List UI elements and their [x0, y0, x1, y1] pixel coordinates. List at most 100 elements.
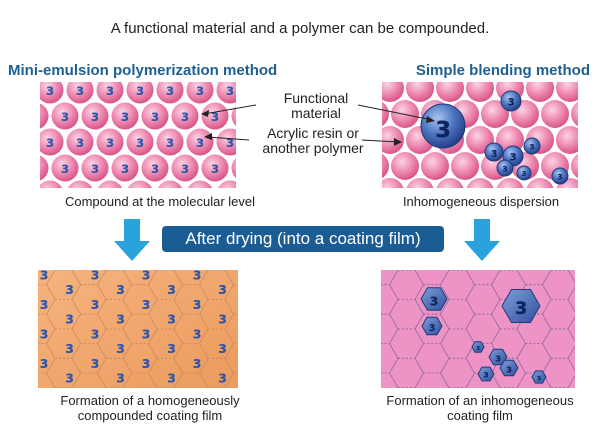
functional-material-particle [516, 165, 532, 181]
functional-material-glyph: ɜ [491, 146, 498, 160]
polymer-particle [481, 100, 509, 128]
functional-material-glyph: ɜ [116, 368, 125, 387]
functional-material-particle [496, 159, 514, 177]
functional-material-glyph: ɜ [193, 294, 202, 313]
functional-material-glyph: ɜ [218, 279, 227, 298]
functional-material-glyph: ɜ [529, 142, 534, 153]
polymer-particle [231, 157, 236, 179]
functional-material-glyph: ɜ [136, 133, 144, 151]
functional-material-glyph: ɜ [429, 320, 436, 334]
functional-material-glyph: ɜ [509, 150, 516, 165]
functional-material-glyph: ɜ [40, 353, 49, 372]
polymer-particle [436, 82, 464, 102]
functional-material-glyph: ɜ [46, 133, 54, 151]
polymer-particle [556, 126, 578, 154]
polymer-particle [526, 82, 554, 102]
functional-material-glyph: ɜ [136, 185, 144, 188]
functional-material-glyph: ɜ [167, 368, 176, 387]
functional-material-glyph: ɜ [76, 133, 84, 151]
functional-material-glyph: ɜ [116, 309, 125, 328]
polymer-particle [141, 154, 169, 182]
functional-material-domain [501, 289, 541, 323]
polymer-particle [127, 180, 153, 188]
polymer-particle [40, 128, 64, 156]
polymer-particle [406, 82, 434, 102]
functional-material-glyph: ɜ [106, 185, 114, 188]
functional-material-glyph: ɜ [106, 82, 114, 99]
functional-material-glyph: ɜ [495, 352, 501, 365]
functional-material-glyph: ɜ [193, 323, 202, 342]
functional-material-glyph: ɜ [506, 363, 512, 376]
polymer-particle [40, 103, 49, 129]
polymer-particle [466, 178, 494, 188]
functional-material-domain [420, 287, 448, 311]
functional-material-glyph: ɜ [522, 169, 527, 179]
functional-material-glyph: ɜ [196, 133, 204, 151]
polymer-particle [526, 178, 554, 188]
polymer-particle [51, 102, 79, 130]
functional-material-glyph: ɜ [193, 382, 202, 388]
functional-material-glyph: ɜ [181, 107, 189, 125]
functional-material-glyph: ɜ [121, 107, 129, 125]
functional-material-glyph: ɜ [65, 309, 74, 328]
functional-material-glyph: ɜ [61, 107, 69, 125]
polymer-particle [382, 101, 389, 127]
polymer-particle [421, 152, 449, 180]
polymer-particle [231, 105, 236, 127]
polymer-particle [571, 153, 578, 179]
polymer-label: Acrylic resin or another polymer [262, 125, 364, 156]
mini-emulsion-particles-panel: ɜɜɜɜɜɜɜɜɜɜɜɜɜɜɜɜɜɜɜɜɜɜɜɜɜɜɜɜɜɜɜɜɜɜɜɜɜɜɜɜ… [40, 82, 236, 188]
polymer-particle [436, 178, 464, 188]
polymer-particle [171, 154, 199, 182]
polymer-particle [156, 128, 184, 156]
polymer-particle [541, 100, 569, 128]
polymer-particle [556, 178, 578, 188]
functional-material-glyph: ɜ [76, 185, 84, 188]
polymer-particle [156, 82, 184, 104]
polymer-particle [171, 102, 199, 130]
functional-material-glyph: ɜ [167, 279, 176, 298]
functional-material-glyph: ɜ [116, 338, 125, 357]
polymer-particle [111, 102, 139, 130]
functional-material-glyph: ɜ [181, 159, 189, 177]
polymer-particle [40, 155, 49, 181]
polymer-particle [40, 82, 64, 104]
functional-material-glyph: ɜ [46, 82, 54, 99]
polymer-particle [187, 180, 213, 188]
functional-material-glyph: ɜ [142, 353, 151, 372]
film-cell-boundary [414, 372, 450, 388]
functional-material-glyph: ɜ [557, 172, 562, 183]
polymer-particle [556, 82, 578, 102]
film-cell-boundary [173, 372, 209, 388]
functional-material-glyph: ɜ [91, 294, 100, 313]
polymer-particle [40, 180, 63, 188]
functional-material-particle [500, 90, 522, 112]
functional-material-glyph: ɜ [211, 159, 219, 177]
polymer-particle [216, 82, 236, 104]
functional-material-glyph: ɜ [65, 368, 74, 387]
caption-homogeneous-film: Formation of a homogeneously compounded … [60, 393, 240, 423]
functional-material-glyph: ɜ [76, 82, 84, 99]
polymer-particle [51, 154, 79, 182]
functional-material-glyph: ɜ [40, 270, 49, 284]
functional-material-glyph: ɜ [151, 107, 159, 125]
polymer-particle [66, 82, 94, 104]
polymer-particle [391, 100, 419, 128]
functional-material-particle [484, 142, 504, 162]
functional-material-glyph: ɜ [193, 270, 202, 284]
functional-material-glyph: ɜ [430, 291, 439, 310]
polymer-particle [382, 153, 389, 179]
functional-material-glyph: ɜ [166, 82, 174, 99]
functional-material-glyph: ɜ [193, 353, 202, 372]
polymer-particle [66, 128, 94, 156]
functional-material-glyph: ɜ [116, 279, 125, 298]
polymer-particle [391, 152, 419, 180]
functional-material-glyph: ɜ [166, 133, 174, 151]
polymer-particle [382, 82, 404, 102]
functional-material-glyph: ɜ [483, 370, 488, 381]
functional-material-glyph: ɜ [142, 270, 151, 284]
functional-material-glyph: ɜ [196, 82, 204, 99]
